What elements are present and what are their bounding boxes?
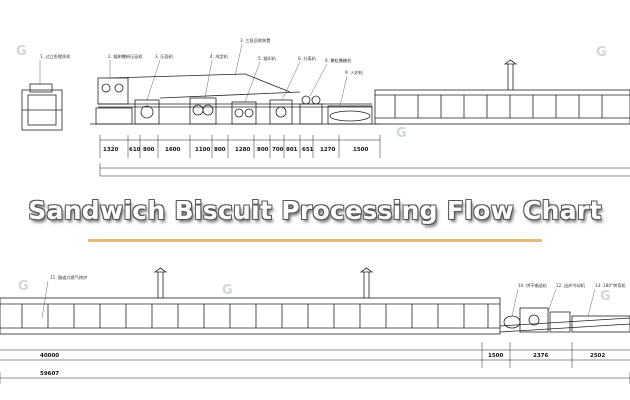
dimension-label: 700 xyxy=(272,147,284,153)
dimension-label: 1600 xyxy=(165,147,180,153)
chart-title: Sandwich Biscuit Processing Flow Chart xyxy=(28,196,602,225)
top-dimension-lines xyxy=(99,135,630,177)
label-leaders xyxy=(39,43,348,107)
dimension-label: 800 xyxy=(214,147,226,153)
machine-label: 6. 分离机 xyxy=(298,55,317,62)
dimension-label: 1500 xyxy=(353,147,368,153)
machine-label: 5. 辊印机 xyxy=(258,55,277,62)
dimension-label: 800 xyxy=(257,147,269,153)
machine-label: 3. 三段回收装置 xyxy=(240,37,270,44)
top-production-line xyxy=(21,59,630,177)
dimension-label: 2502 xyxy=(590,353,605,359)
machine-label: 3. 压面机 xyxy=(155,53,174,60)
dimension-label: 2376 xyxy=(533,353,548,359)
watermark-mark: G xyxy=(396,126,407,141)
cooling-conveyor xyxy=(499,307,630,333)
dimension-label: 610 xyxy=(129,147,141,153)
machine-label: 10. 饼干输送机 xyxy=(518,282,548,289)
tunnel-oven xyxy=(0,267,501,335)
title-underline xyxy=(88,239,542,242)
bottom-dimension-lines xyxy=(0,342,630,384)
dimension-label: 801 xyxy=(286,147,298,153)
sheeting-machines xyxy=(95,77,373,125)
dimension-label: 1270 xyxy=(320,147,335,153)
bottom-dimensions: 40000 1500 2376 2502 59607 xyxy=(40,353,605,377)
watermark-mark: G xyxy=(18,279,29,294)
oven-section-top xyxy=(374,59,630,125)
machine-label: 1. 过立卧搅拌机 xyxy=(40,53,71,60)
machine-label: 13. 180°转弯机 xyxy=(595,282,626,289)
watermark-mark: G xyxy=(16,44,27,59)
conveyor-belts xyxy=(90,73,380,125)
dimension-label: 1100 xyxy=(195,147,210,153)
dimension-label: 1500 xyxy=(488,353,503,359)
dimension-label: 40000 xyxy=(40,353,59,359)
machine-label: 9. 入炉机 xyxy=(345,69,364,76)
watermark-mark: G xyxy=(596,45,607,60)
watermark-group: G G G G G G xyxy=(16,44,611,304)
dimension-label: 800 xyxy=(143,147,155,153)
dimension-label: 1280 xyxy=(235,147,250,153)
watermark-mark: G xyxy=(222,283,233,298)
bottom-machine-labels: 11. 隧道式燃气烤炉 10. 饼干输送机 12. 出炉冷却机 13. 180°… xyxy=(50,274,626,289)
mixer-machine xyxy=(21,83,63,131)
total-dimension-label: 59607 xyxy=(40,371,59,377)
dimension-label: 1320 xyxy=(103,147,118,153)
dimension-label: 651 xyxy=(302,147,314,153)
machine-label: 12. 出炉冷却机 xyxy=(556,282,586,289)
top-dimensions: 1320 610 800 1600 1100 800 1280 800 700 … xyxy=(103,147,368,153)
machine-label: 8. 撒粒撒糖机 xyxy=(325,57,352,64)
bottom-label-leaders xyxy=(41,280,596,319)
machine-label: 11. 隧道式燃气烤炉 xyxy=(50,274,87,281)
machine-label: 2. 辊刷撒粉压延机 xyxy=(108,53,143,60)
watermark-mark: G xyxy=(600,289,611,304)
machine-label: 4. 成型机 xyxy=(210,53,229,60)
top-machine-labels: 1. 过立卧搅拌机 2. 辊刷撒粉压延机 3. 压面机 3. 三段回收装置 4.… xyxy=(40,37,364,76)
